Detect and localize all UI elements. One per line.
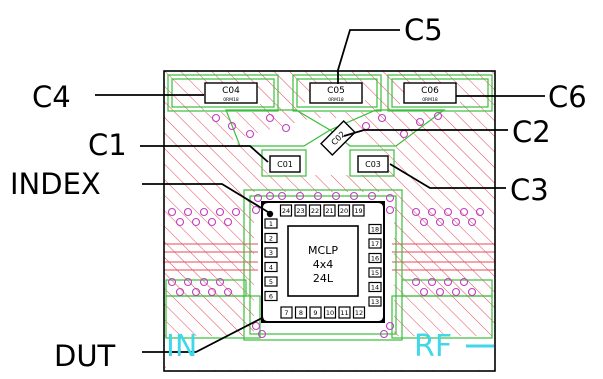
pin-right-16: 16 [368,252,382,264]
pin-top-19: 19 [352,204,365,217]
callout-c1: C1 [88,128,127,162]
pin-number: 22 [311,207,319,215]
callout-c6: C6 [548,80,587,114]
pin-number: 18 [371,226,379,234]
capacitor-c01: C01 [269,155,301,173]
rf-traces [164,243,495,271]
pin-number: 11 [340,309,348,317]
pin-left-4: 4 [264,261,278,273]
pin-left-5: 5 [264,276,278,287]
pin-number: 23 [296,207,304,215]
pin-bottom-12: 12 [352,306,366,319]
pin-left-6: 6 [264,290,278,302]
callout-c3: C3 [510,173,549,207]
dut-leader [142,317,263,353]
pin-number: 12 [355,309,363,317]
callout-c5: C5 [404,13,443,47]
pin-number: 17 [371,240,379,248]
index-leader [142,183,269,213]
pin-number: 19 [354,207,362,215]
pin-top-24: 24 [279,204,293,217]
c2-leader [343,129,508,137]
capacitor-c02: C02 [320,120,356,156]
pin-bottom-7: 7 [280,306,293,319]
pin-bottom-11: 11 [338,306,351,319]
pin-right-15: 15 [368,267,382,278]
pin-number: 5 [269,278,273,286]
pin-bottom-10: 10 [323,306,337,319]
pin-number: 21 [325,207,333,215]
pin-number: 4 [269,264,273,272]
callout-c2: C2 [512,115,551,149]
rf-in-label: IN [166,329,197,364]
c01-label: C01 [277,160,293,169]
pin-number: 24 [282,207,290,215]
pin-left-1: 1 [264,218,278,229]
pin-number: 20 [340,207,348,215]
c04-size-code: 0RM18 [223,97,239,103]
pin-top-21: 21 [323,204,336,217]
pin-number: 9 [313,309,317,317]
pin1-index-dot [266,210,274,218]
pin-number: 8 [299,309,303,317]
package-line-1: MCLP [308,244,338,257]
c05-size-code: 0RM18 [328,97,344,103]
pin-number: 15 [371,269,379,277]
c3-leader [389,163,506,189]
capacitor-c05: C05 0RM18 [309,82,363,104]
pin-number: 16 [371,255,379,263]
capacitor-c04: C04 0RM18 [204,82,258,104]
pin-left-2: 2 [264,232,278,244]
c03-label: C03 [365,160,381,169]
pin-top-20: 20 [337,204,351,217]
c06-label: C06 [421,86,439,96]
capacitor-c03: C03 [357,155,389,173]
pin-number: 3 [269,249,273,257]
callout-leaders [95,29,545,353]
pin-top-23: 23 [294,204,307,217]
pin-number: 1 [269,220,273,228]
pin-bottom-9: 9 [309,306,322,319]
c05-label: C05 [327,86,345,96]
package-line-2: 4x4 [313,258,334,271]
callout-labels: C4 C5 C6 C1 C2 C3 INDEX DUT [10,13,587,373]
callout-c4: C4 [32,80,71,114]
c04-label: C04 [222,86,240,96]
pin-right-17: 17 [368,238,382,249]
board-outline [163,70,496,372]
via-array [167,111,485,339]
pin-right-18: 18 [368,223,382,235]
pin-left-3: 3 [264,247,278,258]
callout-index: INDEX [10,167,101,201]
pin-number: 7 [284,309,288,317]
pin-right-13: 13 [368,296,382,307]
package-line-3: 24L [313,272,334,285]
pin-number: 14 [371,284,379,292]
c5-leader [337,29,400,84]
pin-number: 13 [371,298,379,306]
callout-dut: DUT [54,339,116,373]
pin-number: 2 [269,235,273,243]
capacitor-c06: C06 0RM18 [403,82,457,104]
pin-number: 10 [326,309,334,317]
dut-package: MCLP 4x4 24L [261,201,385,323]
c1-leader [140,145,269,163]
pin-bottom-8: 8 [294,306,308,319]
pin-number: 6 [269,293,273,301]
c06-size-code: 0RM18 [422,97,438,103]
pin-right-14: 14 [368,281,382,293]
pin-top-22: 22 [308,204,322,217]
exposed-paddle [287,225,359,297]
rf-out-label: RF [414,329,452,364]
pad-outlines [165,74,493,341]
